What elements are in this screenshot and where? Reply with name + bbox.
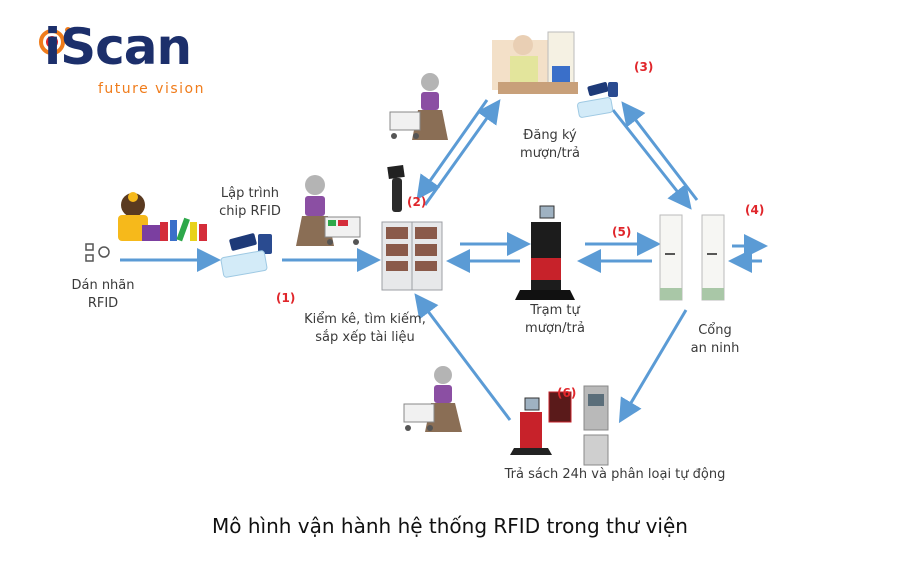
node-tag: Dán nhãn RFID <box>68 277 138 313</box>
book-drop-station-icon <box>510 385 609 466</box>
label-line: mượn/trả <box>525 321 585 336</box>
label-line: Dán nhãn <box>71 278 135 293</box>
arrow-gate-to-register <box>621 101 699 201</box>
step-2: (2) <box>407 195 427 209</box>
handheld-scanner-icon <box>387 164 405 212</box>
logo-tagline: future vision <box>98 81 205 97</box>
label-line: Kiểm kê, tìm kiếm, <box>304 312 426 327</box>
librarian-cart-icon <box>389 73 448 140</box>
librarian-cart-icon <box>403 366 462 432</box>
label-line: Trạm tự <box>530 303 580 318</box>
step-4: (4) <box>745 203 765 217</box>
node-kiosk: Trạm tự mượn/trả <box>515 302 595 338</box>
arrow-register-to-scanner <box>416 99 489 200</box>
arrow-scanner-to-register <box>423 99 501 206</box>
step-3: (3) <box>634 60 654 74</box>
diagram-caption: Mô hình vận hành hệ thống RFID trong thư… <box>212 514 688 538</box>
arrow-gate-to-bookdrop <box>618 309 688 424</box>
security-gate-icon <box>659 214 725 301</box>
arrow-bookdrop-to-shelf <box>414 293 512 421</box>
logo-mark-icon <box>39 27 71 55</box>
librarian-desk-icon <box>492 31 578 94</box>
self-service-kiosk-icon <box>515 205 575 300</box>
step-1: (1) <box>276 291 296 305</box>
node-register: Đăng ký mượn/trả <box>510 127 590 163</box>
label-line: sắp xếp tài liệu <box>315 330 415 345</box>
label-line: RFID <box>87 296 119 311</box>
rfid-tag-icon <box>85 243 110 262</box>
label-line: Đăng ký <box>523 128 577 143</box>
node-gate: Cổng an ninh <box>680 322 750 358</box>
rfid-programmer-icon <box>220 233 272 278</box>
label-line: an ninh <box>690 341 740 356</box>
label-line: mượn/trả <box>520 146 580 161</box>
logo-brand: iScan <box>44 18 192 76</box>
register-rfid-reader-icon <box>577 82 618 118</box>
label-line: Cổng <box>698 323 732 338</box>
step-6: (6) <box>557 386 577 400</box>
node-programming: Lập trình chip RFID <box>210 185 290 221</box>
girl-with-books-icon <box>118 192 207 242</box>
label-line: Lập trình <box>220 186 280 201</box>
librarian-cart-icon <box>296 175 361 246</box>
node-bookdrop: Trả sách 24h và phân loại tự động <box>504 467 726 482</box>
label-line: chip RFID <box>219 204 281 219</box>
arrow-register-to-gate <box>611 109 692 210</box>
bookshelf-icon <box>381 221 443 291</box>
node-shelf: Kiểm kê, tìm kiếm, sắp xếp tài liệu <box>300 311 430 347</box>
step-5: (5) <box>612 225 632 239</box>
